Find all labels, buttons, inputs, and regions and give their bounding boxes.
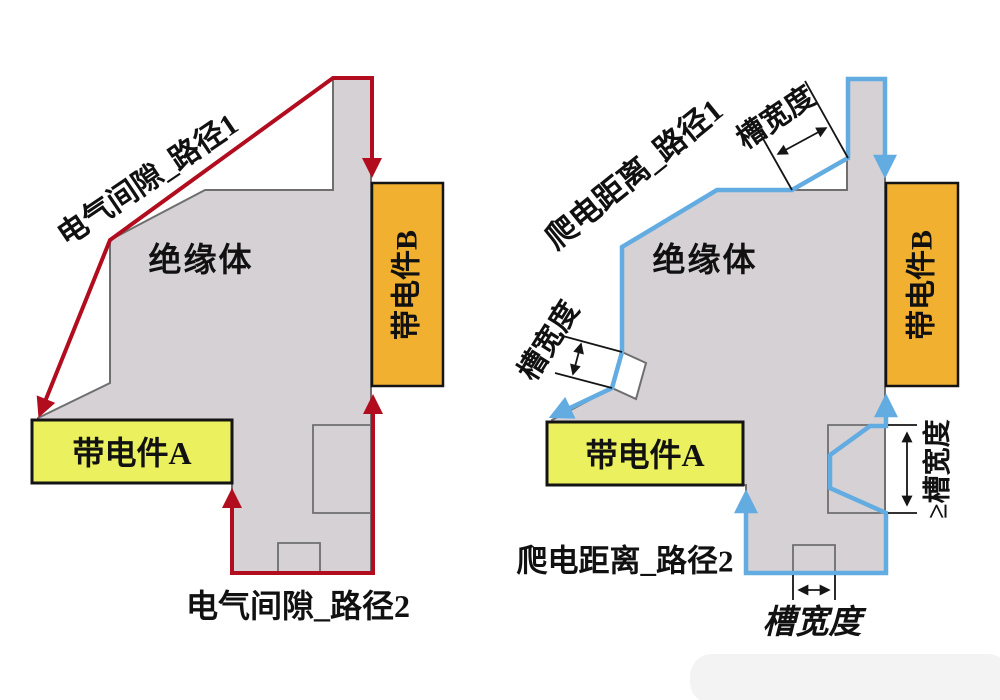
creepage-path2-label: 爬电距离_路径2	[517, 544, 734, 579]
live-part-b-label-right: 带电件B	[906, 230, 939, 340]
dimension-bottom-slot: 槽宽度	[763, 575, 868, 641]
dimension-top-slot: 槽宽度	[730, 79, 849, 191]
live-part-b-left	[370, 181, 445, 388]
clearance-path2-label: 电气间隙_路径2	[186, 588, 410, 624]
live-part-b-label-left: 带电件B	[391, 230, 424, 340]
background-smudge	[690, 654, 1000, 700]
clearance-diagram: 电气间隙_路径1 绝缘体 带电件A 带电件B 电气间隙_路径2	[30, 76, 445, 624]
live-part-a-label-left: 带电件A	[72, 435, 191, 471]
clearance-path-2	[222, 394, 383, 575]
live-part-b-right	[884, 181, 960, 388]
insulator-label-right: 绝缘体	[653, 241, 758, 279]
dimension-right-slot: ≥槽宽度	[888, 419, 954, 519]
slot-width-side-label: 槽宽度	[511, 295, 586, 387]
bottom-slot-right-diagram	[792, 544, 836, 574]
creepage-diagram: 槽宽度 槽宽度 ≥槽宽度 槽宽度 爬电距离_路径1 绝缘体 带电件A 带电件B	[511, 76, 960, 641]
insulator-body-right	[551, 77, 886, 574]
dimension-side-slot: 槽宽度	[511, 295, 623, 389]
slot-width-top-label: 槽宽度	[730, 79, 821, 156]
top-slot-arrow	[776, 127, 828, 155]
creepage-path-1	[548, 76, 897, 419]
live-part-a-label-right: 带电件A	[585, 437, 704, 473]
slot-width-bottom-label: 槽宽度	[763, 604, 868, 641]
side-slot-arrow	[570, 342, 584, 376]
slot-width-min-label: ≥槽宽度	[921, 419, 954, 518]
insulator-label-left: 绝缘体	[149, 241, 254, 279]
bottom-slot-left-diagram	[277, 542, 321, 574]
live-part-a-left	[30, 418, 234, 485]
clearance-path-1	[36, 76, 382, 418]
creepage-path-2	[734, 393, 898, 576]
live-part-a-right	[545, 420, 745, 487]
